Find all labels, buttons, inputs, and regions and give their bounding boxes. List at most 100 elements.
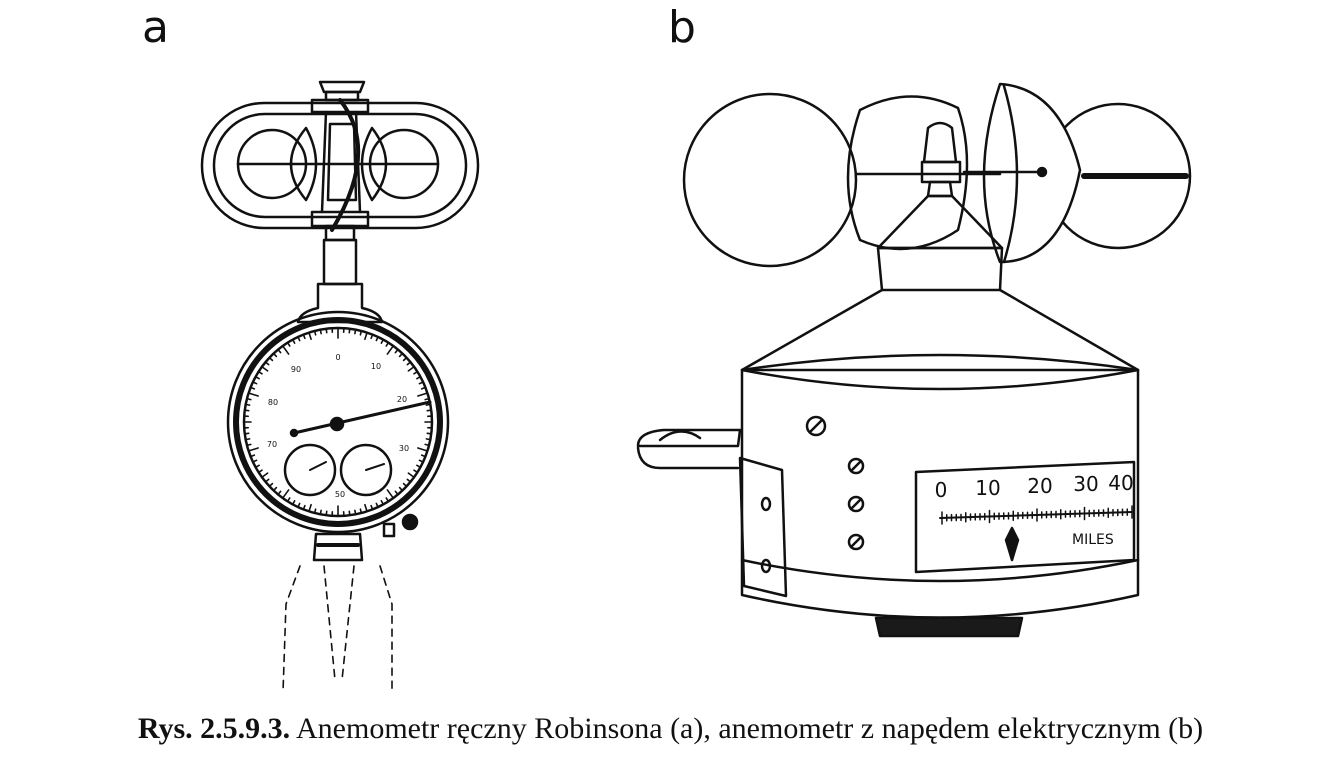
dial-tick [359,330,363,336]
dial-label-90: 90 [291,365,301,374]
dial-tick [247,447,259,452]
cup-front-right [360,126,388,202]
scale-label-10: 10 [975,476,1000,500]
dial-label-50: 50 [335,490,345,499]
dial-label-0: 0 [335,353,340,362]
dial-tick [386,345,395,355]
dial-tick [354,509,357,516]
bracket-hole-top [760,496,772,512]
dial-tick [424,443,430,447]
needle-hub [329,416,345,432]
scale-pointer [1004,526,1020,562]
cup-b-front-rim [1002,84,1019,264]
bracket-arm [636,428,742,448]
figure-number: Rys. 2.5.9.3. [137,712,291,745]
dial-tick [418,381,424,385]
dial-tick [268,356,274,362]
dial-tick [272,352,278,358]
scale-window [914,460,1136,574]
dial-tick [416,375,422,380]
dial-tick [257,370,263,375]
dial-tick [370,333,374,340]
dial-tick [385,497,390,503]
dial-tick [246,397,252,401]
dial-tick [319,328,322,335]
scale-label-40: 40 [1108,471,1133,495]
dial-tick [261,365,269,372]
bracket-hook [658,430,702,442]
dial-tick [247,392,259,397]
dial-tick [243,409,250,412]
dial-tick [313,330,317,336]
dial-tick [261,472,269,479]
subdial-right-needle [365,463,385,471]
dial-tick [268,482,274,488]
dial-tick [244,438,251,441]
dial-tick [277,348,282,354]
dial-tick [370,504,374,511]
dial-tick [319,509,322,516]
dial-tick [406,478,412,483]
dial-tick [244,403,251,406]
hub-b-cap [922,121,958,164]
dial-tick [359,508,363,514]
dial-tick [254,375,260,380]
dial-label-10: 10 [371,362,381,371]
dial-tick [264,478,270,483]
dial-tick [380,338,385,344]
dial-tick [354,328,357,335]
top-knob [318,80,366,94]
dial-tick [380,500,385,506]
body-foot [874,616,1024,638]
dial-tick [394,348,399,354]
dial-tick [418,459,424,463]
scale-label-30: 30 [1073,472,1098,496]
panel-label-b: b [668,2,696,53]
dial-tick [272,486,278,492]
handle-outline [282,565,393,693]
bracket-hole-bottom [760,558,772,574]
bracket-plate [738,456,788,598]
dial-tick [257,469,263,474]
panel-label-a: a [142,2,169,53]
bottom-neck [312,532,364,562]
dial-tick [252,459,258,463]
dial-tick [375,336,379,342]
dial-tick [420,386,427,390]
dial-tick-marks [243,327,433,517]
electric-anemometer-drawing [636,82,1192,638]
arm-pivot-dot [1036,166,1048,178]
dial-tick [297,502,301,508]
dial-tick [281,489,290,499]
dial-tick [291,338,296,344]
dial-tick [286,497,291,503]
dial-bezel [233,317,443,527]
dial-tick [402,482,408,488]
dial-label-80: 80 [268,398,278,407]
dial-tick [348,510,351,517]
figure-caption-text: Anemometr ręczny Robinsona (a), anemomet… [296,712,1204,745]
scale-label-0: 0 [935,478,948,502]
dial-label-20: 20 [397,395,407,404]
dial-tick [413,469,419,474]
scale-baseline [939,511,1133,519]
dial-tick [425,403,432,406]
subdial-left-needle [309,461,327,471]
dial-label-70: 70 [267,440,277,449]
hand-anemometer-drawing [200,80,480,693]
dial-tick [249,454,256,458]
control-knob [401,513,419,531]
dial-tick [313,508,317,514]
dial-tick [364,503,368,513]
dial-tick [385,341,390,347]
dial-tick [302,504,306,511]
dial-tick [291,500,296,506]
body-cylinder [740,368,1140,619]
dial-tick [243,432,250,435]
anemometer-figure: 0 10 20 30 50 70 80 90 0 10 20 30 40 MIL… [200,80,1192,693]
dial-tick [302,333,306,340]
dial-tick [308,503,312,513]
figure-caption: Rys. 2.5.9.3. Anemometr ręczny Robinsona… [0,712,1341,746]
body-top-rim [740,353,1140,372]
dial-tick [398,486,404,492]
